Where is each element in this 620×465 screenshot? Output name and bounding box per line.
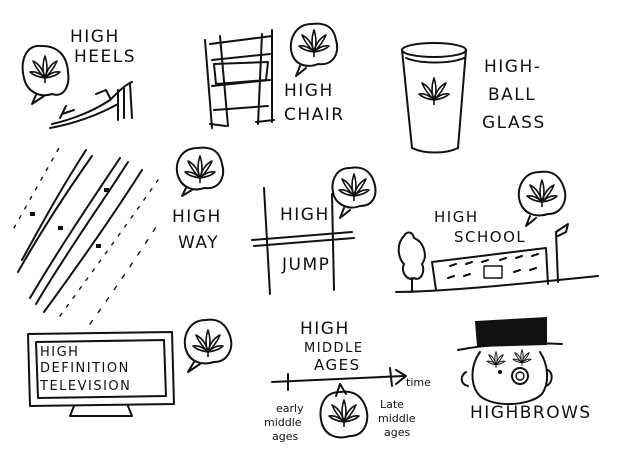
cannabis-leaf-icon	[486, 351, 506, 369]
highball-glass-icon	[401, 42, 467, 154]
hdtv-label-1: HIGH	[40, 345, 79, 360]
hma-label-1: HIGH	[300, 319, 350, 339]
late-label-3: ages	[384, 426, 410, 439]
highway-label-2: WAY	[178, 233, 219, 253]
highbrows-panel: HIGHBROWS	[457, 316, 592, 423]
highball-label-3: GLASS	[482, 113, 546, 133]
late-label-1: Late	[380, 398, 404, 411]
highway-road-icon	[13, 145, 159, 325]
cannabis-leaf-icon	[29, 55, 61, 84]
cannabis-leaf-icon	[298, 29, 330, 58]
high-heel-shoe-icon	[49, 81, 133, 129]
high-chair-label-1: HIGH	[284, 81, 334, 101]
high-heels-panel: HIGH HEELS	[21, 27, 136, 129]
cannabis-leaf-icon	[184, 155, 216, 184]
late-label-2: middle	[378, 412, 416, 425]
high-school-panel: HIGH SCHOOL	[395, 170, 599, 293]
high-school-label-2: SCHOOL	[454, 228, 526, 246]
hdtv-label-3: TELEVISION	[39, 379, 131, 394]
highway-panel: HIGH WAY	[13, 145, 225, 325]
cannabis-leaf-icon	[192, 329, 224, 358]
high-middle-ages-panel: HIGH MIDDLE AGES time early middle ages …	[264, 319, 431, 443]
timeline-icon	[271, 367, 407, 391]
highball-label-2: BALL	[488, 85, 536, 105]
cannabis-leaf-icon	[526, 179, 558, 208]
cannabis-leaf-icon	[512, 349, 532, 367]
high-school-label-1: HIGH	[434, 208, 479, 226]
early-label-3: ages	[272, 430, 298, 443]
cannabis-leaf-icon	[328, 399, 360, 428]
high-heels-label-1: HIGH	[70, 27, 120, 47]
school-building-icon	[395, 223, 599, 293]
high-heels-label-2: HEELS	[74, 47, 136, 67]
television-icon	[27, 331, 175, 417]
highway-label-1: HIGH	[172, 207, 222, 227]
early-label-1: early	[276, 402, 304, 415]
timeline-time-label: time	[406, 376, 431, 389]
high-jump-label-2: JUMP	[281, 255, 330, 275]
hdtv-label-2: DEFINITION	[40, 361, 130, 376]
highball-glass-panel: HIGH- BALL GLASS	[401, 42, 546, 154]
hma-label-2: MIDDLE	[304, 341, 364, 356]
highball-label-1: HIGH-	[484, 57, 541, 77]
top-hat-face-icon	[457, 316, 563, 406]
high-jump-panel: HIGH JUMP	[251, 166, 377, 295]
cannabis-leaf-icon	[338, 173, 370, 202]
high-chair-label-2: CHAIR	[284, 105, 345, 125]
high-chair-icon	[204, 29, 275, 129]
early-label-2: middle	[264, 416, 302, 429]
highbrows-label: HIGHBROWS	[470, 403, 592, 423]
high-jump-label-1: HIGH	[280, 205, 330, 225]
high-chair-panel: HIGH CHAIR	[204, 22, 345, 129]
hma-label-3: AGES	[314, 356, 361, 374]
cannabis-leaf-icon	[418, 77, 450, 106]
hdtv-panel: HIGH DEFINITION TELEVISION	[27, 318, 233, 417]
